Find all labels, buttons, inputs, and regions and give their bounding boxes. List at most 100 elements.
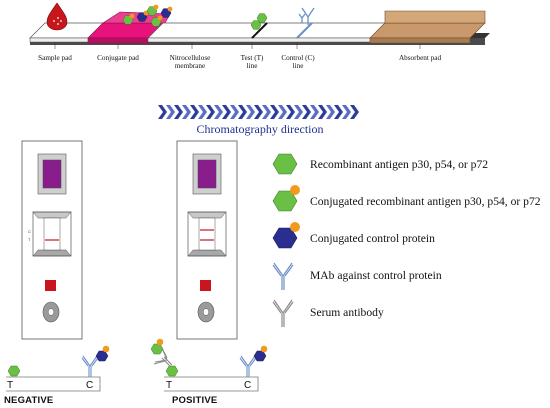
direction-label: Chromatography direction bbox=[197, 122, 324, 136]
gold-dot-icon bbox=[129, 13, 135, 19]
control-line-label-2: line bbox=[293, 62, 304, 70]
green-hexagon-icon bbox=[165, 365, 179, 377]
gold-dot-icon bbox=[290, 185, 300, 195]
cassette-t-label: T bbox=[28, 237, 31, 242]
chevron-icon bbox=[342, 105, 351, 119]
red-marker bbox=[45, 280, 56, 291]
chevron-icon bbox=[174, 105, 183, 119]
negative-c-label: C bbox=[86, 380, 93, 391]
absorbent-pad bbox=[369, 22, 486, 39]
chevron-icon bbox=[230, 105, 239, 119]
legend-item-1: Conjugated recombinant antigen p30, p54,… bbox=[272, 185, 541, 212]
gold-dot-icon bbox=[167, 6, 173, 12]
control-line bbox=[296, 22, 313, 39]
chevron-icon bbox=[254, 105, 263, 119]
chevron-icon bbox=[182, 105, 191, 119]
test-line-label: Test (T) bbox=[241, 54, 264, 62]
legend-item-3: MAb against control protein bbox=[272, 262, 442, 290]
blue-antibody-icon bbox=[298, 7, 315, 25]
legend-label: Serum antibody bbox=[310, 306, 384, 319]
green-hexagon-icon bbox=[7, 365, 21, 377]
grey-antibody-icon bbox=[272, 299, 294, 327]
chevron-icon bbox=[286, 105, 295, 119]
chevron-icon bbox=[302, 105, 311, 119]
chevron-icon bbox=[190, 105, 199, 119]
green-hexagon-icon bbox=[272, 153, 298, 175]
chevron-icon bbox=[238, 105, 247, 119]
legend-item-2: Conjugated control protein bbox=[272, 222, 435, 249]
gold-dot-icon bbox=[102, 345, 110, 353]
test-line bbox=[251, 22, 268, 39]
grey-antibody-icon bbox=[153, 347, 173, 367]
chevron-icon bbox=[262, 105, 271, 119]
legend-label: MAb against control protein bbox=[310, 269, 442, 282]
gold-dot-icon bbox=[260, 345, 268, 353]
result-window bbox=[187, 211, 227, 257]
absorbent-pad-label: Absorbent pad bbox=[399, 54, 442, 62]
chevron-icon bbox=[334, 105, 343, 119]
negative-schematic: T C NEGATIVE bbox=[4, 345, 110, 406]
chevron-icon bbox=[214, 105, 223, 119]
negative-label: NEGATIVE bbox=[4, 395, 53, 406]
blue-antibody-icon bbox=[81, 355, 99, 377]
nitrocellulose-label-2: membrane bbox=[175, 62, 205, 70]
chevron-icon bbox=[158, 105, 167, 119]
chevron-icon bbox=[278, 105, 287, 119]
chevron-icon bbox=[206, 105, 215, 119]
nitrocellulose-membrane bbox=[147, 22, 388, 39]
cassette-c-label: C bbox=[28, 229, 31, 234]
test-line-label-2: line bbox=[247, 62, 258, 70]
chevron-icon bbox=[270, 105, 279, 119]
label-pointers bbox=[54, 42, 421, 49]
lateral-flow-strip: Sample pad Conjugate pad Nitrocellulose … bbox=[29, 2, 490, 70]
result-window-inner bbox=[198, 217, 216, 251]
red-marker bbox=[200, 280, 211, 291]
membrane-edge bbox=[147, 37, 373, 43]
positive-schematic: T C POSITIVE bbox=[150, 338, 268, 406]
blue-antibody-icon bbox=[272, 262, 294, 290]
sample-well-fill bbox=[197, 159, 217, 189]
chevron-icon bbox=[294, 105, 303, 119]
legend-item-4: Serum antibody bbox=[272, 299, 384, 327]
negative-cassette: C T bbox=[21, 140, 83, 340]
positive-t-label: T bbox=[166, 380, 172, 391]
chevron-icon bbox=[310, 105, 319, 119]
legend-label: Conjugated control protein bbox=[310, 232, 435, 245]
gold-dot-icon bbox=[290, 222, 300, 232]
conjugate-pad-label: Conjugate pad bbox=[97, 54, 139, 62]
chevron-icon bbox=[350, 105, 359, 119]
blue-antibody-icon bbox=[239, 355, 257, 377]
negative-t-label: T bbox=[7, 380, 13, 391]
chevron-icon bbox=[326, 105, 335, 119]
green-hexagon-icon bbox=[150, 343, 164, 355]
gold-dot-icon bbox=[153, 4, 159, 10]
sample-well-fill bbox=[42, 159, 62, 189]
control-line-label: Control (C) bbox=[281, 54, 315, 62]
positive-cassette bbox=[176, 140, 238, 340]
blue-hexagon-icon bbox=[95, 350, 109, 362]
result-window-inner bbox=[43, 217, 61, 251]
legend-item-0: Recombinant antigen p30, p54, or p72 bbox=[272, 153, 488, 175]
result-window bbox=[32, 211, 72, 257]
legend-label: Recombinant antigen p30, p54, or p72 bbox=[310, 158, 488, 171]
chevron-icon bbox=[166, 105, 175, 119]
gold-dot-icon bbox=[156, 338, 164, 346]
chevron-icon bbox=[198, 105, 207, 119]
absorbent-pad-top bbox=[384, 10, 486, 24]
blood-drop-icon bbox=[46, 2, 68, 31]
conjugate-pad-edge bbox=[87, 37, 151, 44]
blue-hexagon-icon bbox=[253, 350, 267, 362]
sample-pad-label: Sample pad bbox=[38, 54, 72, 62]
green-hexagon-icon bbox=[256, 13, 268, 23]
positive-label: POSITIVE bbox=[172, 395, 217, 406]
sample-pad-edge bbox=[29, 37, 96, 43]
positive-c-label: C bbox=[244, 380, 251, 391]
nitrocellulose-label: Nitrocellulose bbox=[170, 54, 211, 62]
absorbent-pad-edge bbox=[369, 37, 471, 44]
chevron-icon bbox=[246, 105, 255, 119]
gold-dot-icon bbox=[157, 15, 163, 21]
direction-arrows bbox=[158, 105, 359, 119]
legend: Recombinant antigen p30, p54, or p72 Con… bbox=[272, 153, 541, 327]
legend-label: Conjugated recombinant antigen p30, p54,… bbox=[310, 195, 541, 208]
